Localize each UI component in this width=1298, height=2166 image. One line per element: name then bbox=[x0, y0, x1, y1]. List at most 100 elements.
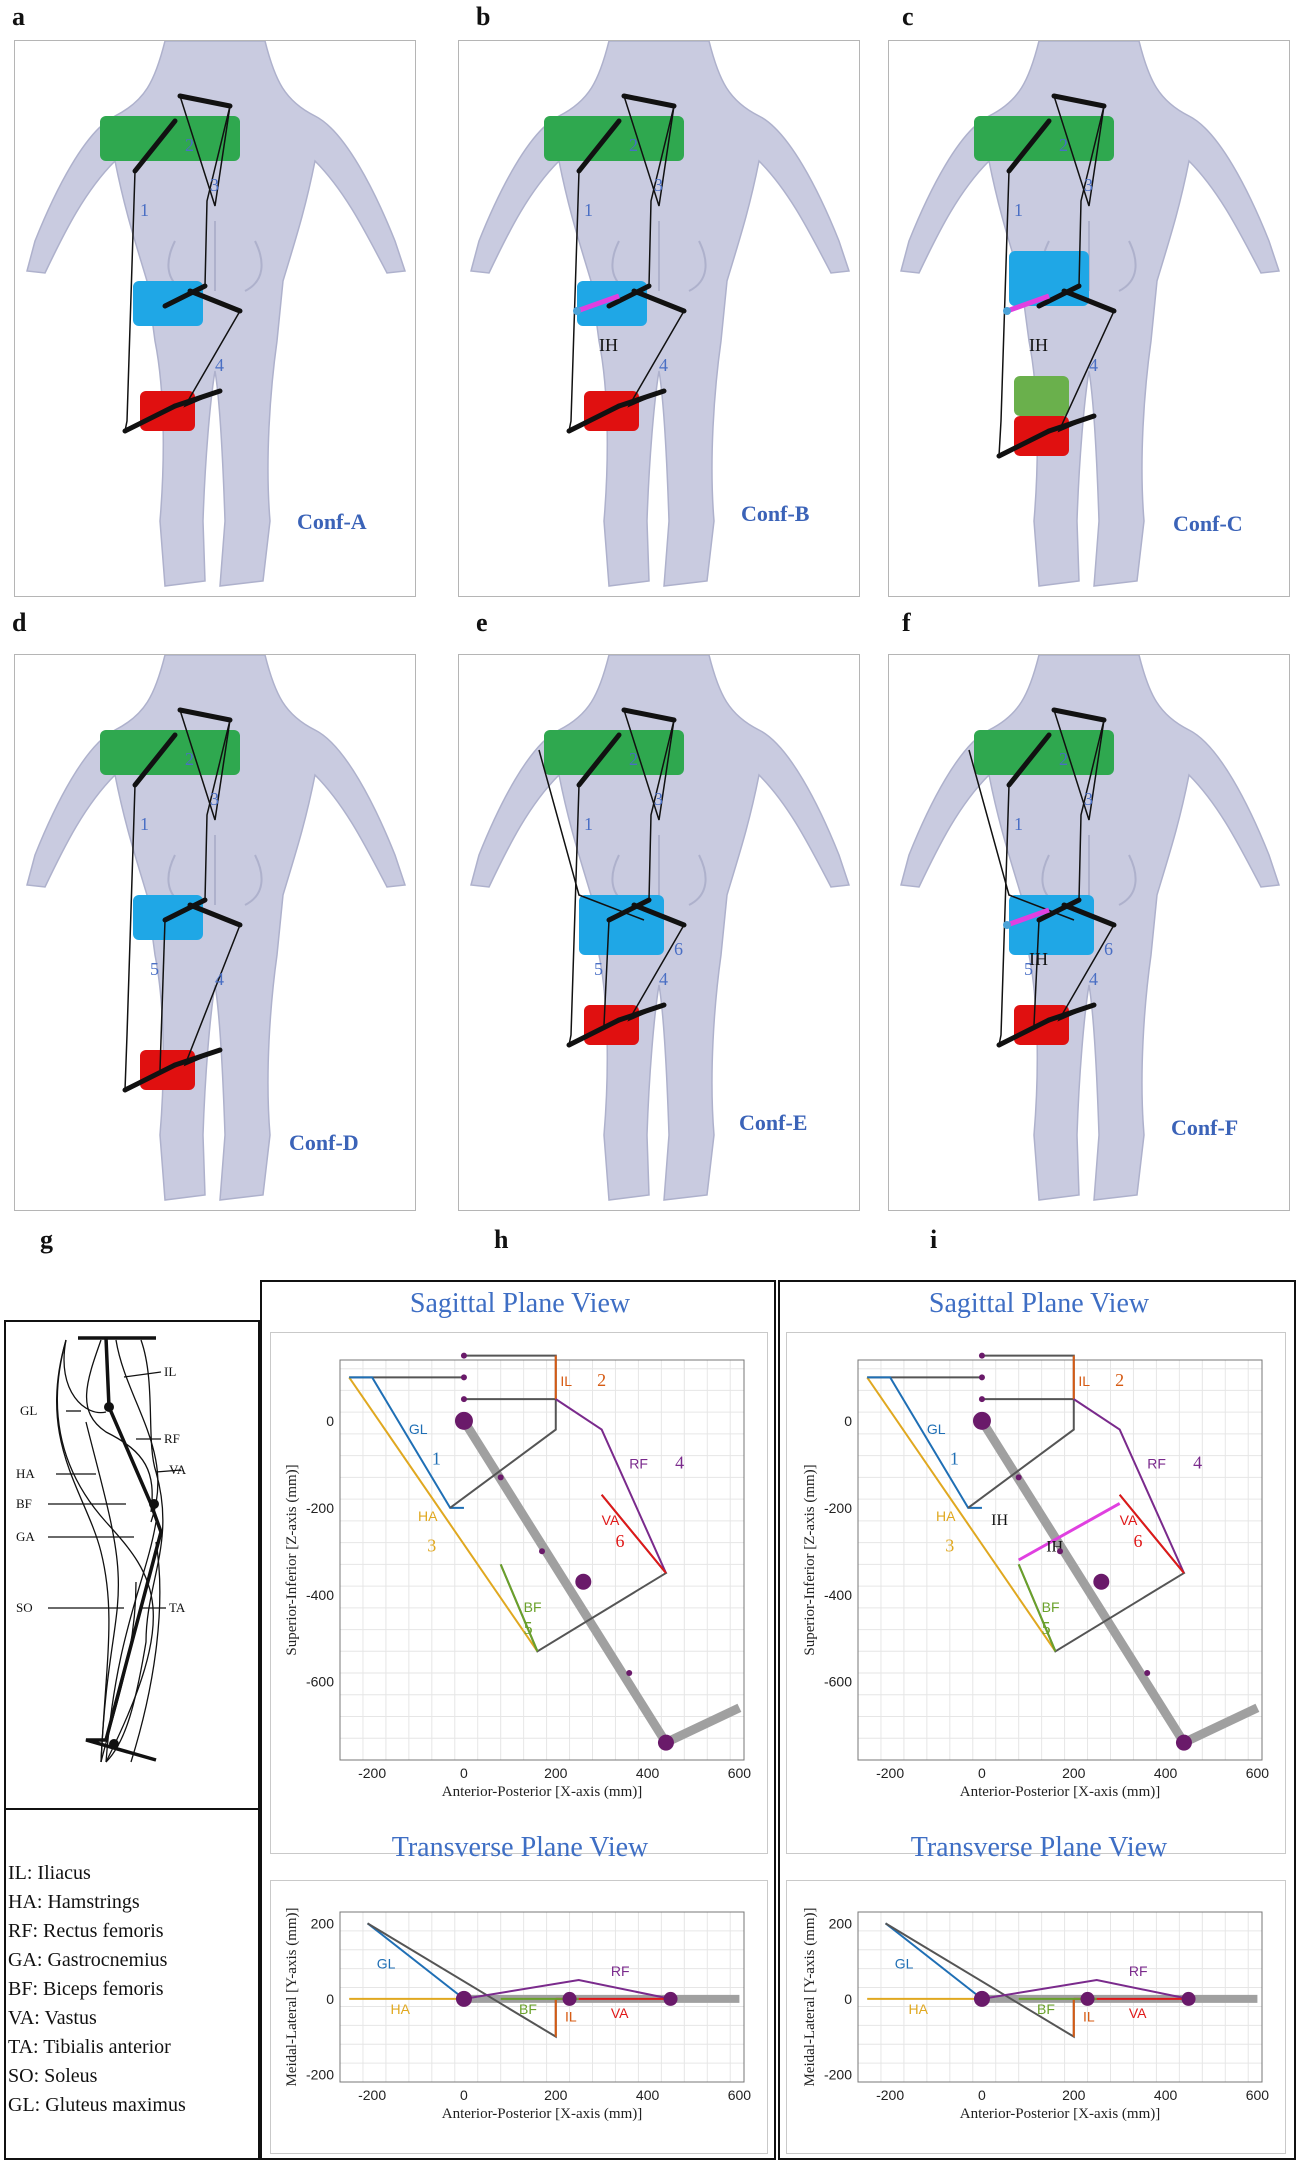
anchor-dot bbox=[978, 1396, 985, 1403]
x-tick-label: -200 bbox=[876, 2087, 904, 2103]
cable-1 bbox=[998, 170, 1010, 457]
tag-n6: 6 bbox=[615, 1531, 624, 1551]
cable-number-2: 2 bbox=[629, 749, 638, 769]
knee-joint-dot bbox=[149, 1499, 159, 1509]
muscle-rf bbox=[1073, 1398, 1185, 1574]
strut-pelvis bbox=[576, 118, 622, 174]
x-tick-label: 400 bbox=[1154, 2087, 1178, 2103]
cable-2 bbox=[179, 95, 231, 207]
anchor-dot bbox=[460, 1374, 467, 1381]
cable-number-4: 4 bbox=[1089, 969, 1098, 989]
cable-number-1: 1 bbox=[1014, 200, 1023, 220]
x-tick-label: 200 bbox=[544, 2087, 568, 2103]
anchor-dot bbox=[460, 1396, 467, 1403]
legend-entry: VA: Vastus bbox=[8, 2007, 97, 2029]
x-tick-label: 0 bbox=[460, 2087, 468, 2103]
strut-thigh-rear bbox=[187, 902, 243, 928]
strut-pelvis-rear bbox=[621, 707, 677, 723]
x-tick-label: -200 bbox=[876, 1765, 904, 1781]
tag-bf: BF bbox=[1042, 1599, 1060, 1615]
ih-element-icon bbox=[1006, 907, 1050, 928]
panel-label-a: a bbox=[12, 2, 25, 31]
attach-dot bbox=[539, 1548, 545, 1555]
plot-grid bbox=[857, 1360, 1262, 1761]
ih-label: IH bbox=[1029, 335, 1048, 355]
strut-pelvis-rear bbox=[177, 93, 233, 109]
cable-2 bbox=[1053, 709, 1105, 821]
cable-5 bbox=[159, 919, 166, 1071]
y-tick-label: 200 bbox=[829, 1915, 853, 1931]
strut-pelvis bbox=[1006, 118, 1052, 174]
pelvis-band-icon bbox=[100, 730, 240, 775]
cable-number-3: 3 bbox=[1084, 789, 1093, 809]
tag-ha: HA bbox=[936, 1508, 956, 1524]
tag-n5: 5 bbox=[1042, 1618, 1051, 1638]
ih-label: IH bbox=[599, 335, 618, 355]
x-axis-label: Anterior-Posterior [X-axis (mm)] bbox=[442, 1784, 642, 1800]
x-tick-label: -200 bbox=[358, 1765, 386, 1781]
cable-3 bbox=[1078, 105, 1105, 287]
x-tick-label: 0 bbox=[460, 1765, 468, 1781]
cable-1 bbox=[568, 784, 580, 1046]
pelvis-band-icon bbox=[974, 730, 1114, 775]
cable-number-2: 2 bbox=[1059, 135, 1068, 155]
cable-number-2: 2 bbox=[629, 135, 638, 155]
legend-entry: IL: Iliacus bbox=[8, 1862, 91, 1884]
panel-label-c: c bbox=[902, 2, 914, 31]
hip-joint-dot bbox=[455, 1990, 472, 2007]
tag-rf: RF bbox=[629, 1456, 648, 1472]
cable-frame bbox=[998, 95, 1115, 457]
x-tick-label: 200 bbox=[1062, 2087, 1086, 2103]
strut-thigh-rear bbox=[1061, 902, 1117, 928]
label-gl: GL bbox=[20, 1403, 37, 1418]
ih-label-1: IH bbox=[991, 1512, 1008, 1529]
strut-thigh-rear bbox=[631, 902, 687, 928]
y-tick-label: -200 bbox=[824, 2066, 852, 2082]
muscle-ha bbox=[348, 1376, 539, 1652]
plot-axes bbox=[857, 1359, 1263, 1761]
cable-number-3: 3 bbox=[654, 789, 663, 809]
cable-number-2: 2 bbox=[185, 135, 194, 155]
cable-number-5: 5 bbox=[1024, 959, 1033, 979]
muscle-rf bbox=[555, 1398, 667, 1574]
tag-va: VA bbox=[1129, 2005, 1147, 2021]
strut-pelvis bbox=[132, 732, 178, 788]
cable-number-1: 1 bbox=[140, 814, 149, 834]
strut-thigh-rear bbox=[1061, 288, 1117, 314]
strut-ankle bbox=[122, 1062, 178, 1093]
tag-rf: RF bbox=[1129, 1963, 1148, 1979]
plot-axes bbox=[339, 1359, 745, 1761]
tag-ha: HA bbox=[418, 1508, 438, 1524]
pelvis-band-icon bbox=[544, 116, 684, 161]
y-tick-label: 0 bbox=[326, 1413, 334, 1429]
cable-number-1: 1 bbox=[584, 200, 593, 220]
transverse-title-h: Transverse Plane View bbox=[391, 1832, 649, 1863]
config-label-b: Conf-B bbox=[741, 501, 810, 526]
y-axis-label: Superior-Inferior [Z-axis (mm)] bbox=[284, 1464, 300, 1655]
tag-gl: GL bbox=[895, 1956, 914, 1972]
tag-n1: 1 bbox=[432, 1448, 441, 1468]
strut-thigh bbox=[606, 897, 652, 923]
tag-n3: 3 bbox=[945, 1535, 954, 1555]
y-tick-label: -600 bbox=[824, 1674, 852, 1690]
tag-rf: RF bbox=[611, 1963, 630, 1979]
x-tick-label: 600 bbox=[1246, 2087, 1270, 2103]
cable-number-1: 1 bbox=[140, 200, 149, 220]
config-label-d: Conf-D bbox=[289, 1130, 359, 1155]
anchor-dot bbox=[978, 1374, 985, 1381]
ih-element bbox=[1017, 1502, 1121, 1562]
y-tick-label: -200 bbox=[306, 1500, 334, 1516]
tag-n6: 6 bbox=[1133, 1531, 1142, 1551]
y-tick-label: 200 bbox=[311, 1915, 335, 1931]
cable-number-3: 3 bbox=[210, 175, 219, 195]
ih-element-icon bbox=[1006, 293, 1050, 314]
strut-thigh bbox=[606, 283, 652, 309]
strut-thigh bbox=[162, 897, 208, 923]
